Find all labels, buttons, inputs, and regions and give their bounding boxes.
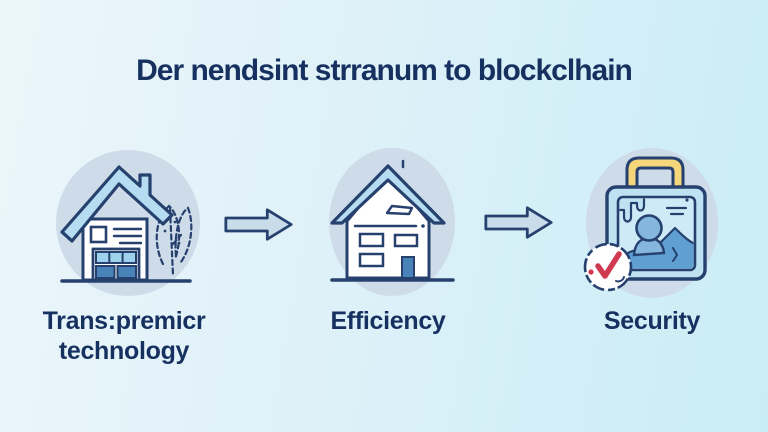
label-line: Trans:premicr [42, 307, 206, 335]
label-line: Security [603, 307, 701, 335]
page-title: Der nendsint strranum to blockclhain [136, 54, 633, 87]
step-security [572, 143, 732, 303]
roof-vent [385, 204, 414, 216]
house-roof [330, 164, 446, 225]
house-window [89, 225, 108, 244]
secure-lock-icon [583, 148, 718, 298]
label-line: technology [58, 337, 190, 365]
house-text-lines [112, 227, 143, 245]
house-roof [60, 165, 174, 243]
checkmark-icon [595, 251, 622, 279]
label-transparency: Trans:premicr technology [14, 306, 234, 366]
label-line: Efficiency [330, 307, 446, 335]
lock-panel-art [619, 198, 694, 269]
house-with-tree-icon [56, 150, 200, 296]
house-door [401, 256, 415, 279]
step-transparency [48, 143, 208, 303]
house-icon [329, 148, 455, 296]
right-arrow-icon [484, 206, 553, 239]
step-efficiency [312, 142, 472, 302]
label-security: Security [542, 306, 762, 336]
garage-door [91, 247, 141, 282]
label-efficiency: Efficiency [278, 306, 498, 336]
tree-icon [155, 204, 193, 277]
check-badge [583, 242, 633, 292]
right-arrow-icon [224, 208, 293, 241]
house-windows [358, 232, 419, 268]
